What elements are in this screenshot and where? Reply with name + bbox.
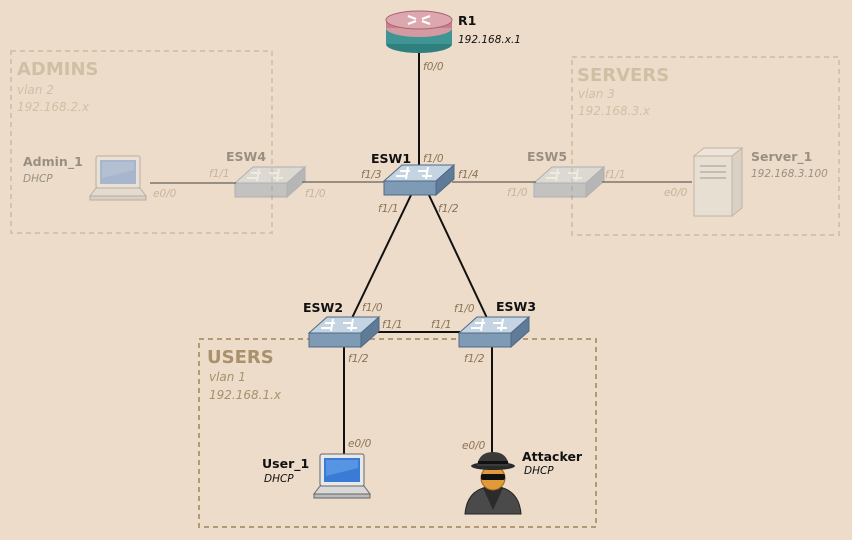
port-user1-e00: e0/0 [348,438,372,450]
port-esw1-f11: f1/1 [378,203,399,215]
switch-esw3[interactable] [458,316,530,348]
laptop-user1[interactable] [313,453,371,499]
port-admin1-e00: e0/0 [153,188,177,200]
port-attacker-e00: e0/0 [462,440,486,452]
zone-admins [10,50,273,234]
port-esw1-f13: f1/3 [361,169,382,181]
server1-label: Server_1 [751,149,812,165]
switch-esw4[interactable] [234,166,306,198]
port-esw1-f14: f1/4 [458,169,479,181]
switch-esw1[interactable] [383,164,455,196]
attacker-dhcp: DHCP [524,465,554,477]
port-esw2-f10: f1/0 [362,302,383,314]
port-r1-f00: f0/0 [423,61,444,73]
zone-users-subnet: 192.168.1.x [209,388,282,402]
port-esw4-f10: f1/0 [305,188,326,200]
zone-users-vlan: vlan 1 [209,370,246,384]
zone-servers-vlan: vlan 3 [578,87,615,101]
switch-esw5[interactable] [533,166,605,198]
zone-servers [571,56,840,236]
zone-admins-vlan: vlan 2 [17,83,54,97]
link-esw1-esw2 [351,192,413,319]
user1-label: User_1 [262,456,309,472]
zone-users-title: USERS [207,347,274,368]
port-esw3-f10: f1/0 [454,303,475,315]
links [343,52,493,460]
port-esw5-f11: f1/1 [605,169,626,181]
server1-ip: 192.168.3.100 [751,168,828,180]
router-r1[interactable] [385,10,453,53]
server-server1[interactable] [692,146,744,218]
port-esw4-f11: f1/1 [209,168,230,180]
laptop-admin1[interactable] [89,155,147,201]
router-r1-label: R1 [458,13,476,28]
zone-servers-title: SERVERS [577,65,669,86]
router-r1-ip: 192.168.x.1 [458,34,521,46]
port-esw5-f10: f1/0 [507,187,528,199]
attacker-icon[interactable] [464,452,522,515]
port-server1-e00: e0/0 [664,187,688,199]
port-esw2-f12: f1/2 [348,353,369,365]
zone-servers-subnet: 192.168.3.x [578,104,651,118]
links-dim [150,181,692,184]
admin1-label: Admin_1 [23,154,83,170]
zone-admins-subnet: 192.168.2.x [17,100,90,114]
zone-admins-title: ADMINS [17,59,99,80]
switch-esw5-label: ESW5 [527,149,567,164]
switch-esw3-label: ESW3 [496,299,536,314]
port-esw1-f12: f1/2 [438,203,459,215]
admin1-dhcp: DHCP [23,173,53,185]
switch-esw2[interactable] [308,316,380,348]
link-esw1-esw3 [427,192,488,319]
zone-users [198,338,597,528]
switch-esw1-label: ESW1 [371,151,411,166]
switch-esw2-label: ESW2 [303,300,343,315]
switch-esw4-label: ESW4 [226,149,266,164]
port-esw3-f11: f1/1 [431,319,452,331]
port-esw3-f12: f1/2 [464,353,485,365]
port-esw2-f11: f1/1 [382,319,403,331]
port-esw1-f10: f1/0 [423,153,444,165]
user1-dhcp: DHCP [264,473,294,485]
attacker-label: Attacker [522,449,583,464]
